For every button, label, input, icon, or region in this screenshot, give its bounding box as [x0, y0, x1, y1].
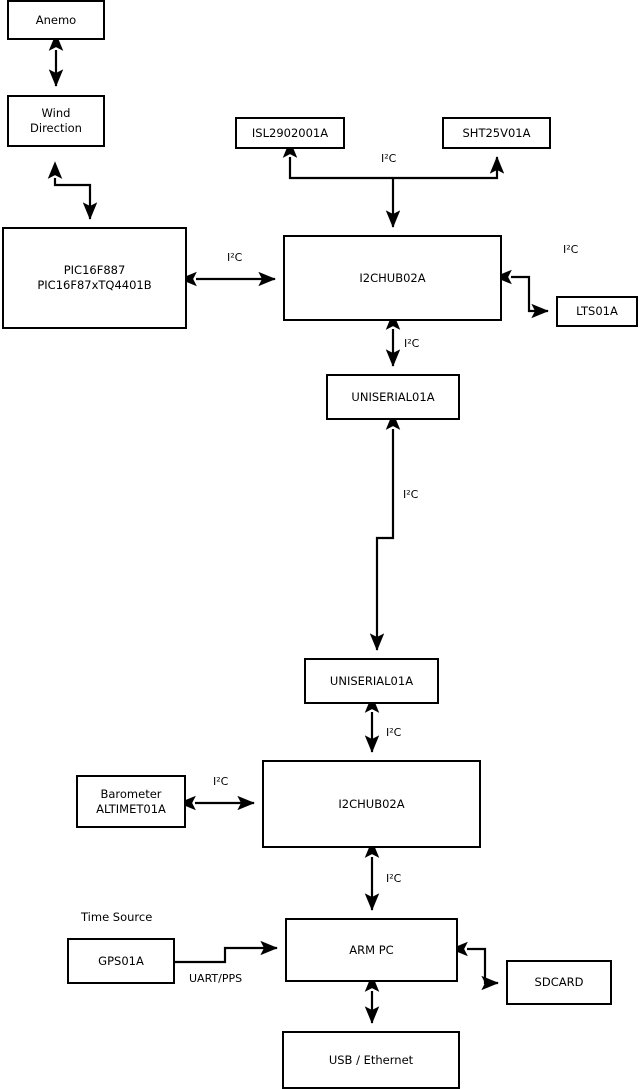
node-barometer-altimet01a-label: Barometer ALTIMET01A	[96, 786, 166, 816]
node-wind-direction[interactable]: Wind Direction	[7, 95, 105, 147]
node-pic-microcontroller[interactable]: PIC16F887 PIC16F87xTQ4401B	[2, 227, 187, 329]
node-anemo[interactable]: Anemo	[7, 0, 105, 40]
node-i2chub02a-bottom-label: I2CHUB02A	[338, 796, 405, 811]
node-sht25v01a[interactable]: SHT25V01A	[442, 117, 551, 149]
edge-gps-armpc	[175, 940, 278, 964]
edge-label-uniserial-link: I²C	[403, 488, 419, 501]
node-anemo-label: Anemo	[35, 12, 77, 27]
node-arm-pc-label: ARM PC	[349, 942, 394, 957]
node-i2chub02a-top[interactable]: I2CHUB02A	[283, 235, 502, 321]
node-wind-direction-label: Wind Direction	[30, 106, 82, 135]
node-lts01a[interactable]: LTS01A	[556, 296, 638, 327]
edge-uniserial-link	[369, 412, 401, 651]
edge-label-hub-armpc: I²C	[386, 872, 402, 885]
node-usb-ethernet-label: USB / Ethernet	[328, 1052, 414, 1067]
node-sht25v01a-label: SHT25V01A	[462, 125, 531, 140]
node-gps01a-label: GPS01A	[98, 953, 144, 968]
node-i2chub02a-bottom[interactable]: I2CHUB02A	[262, 760, 481, 848]
edge-label-hub-sensors: I²C	[381, 152, 397, 165]
node-uniserial01a-lower-label: UNISERIAL01A	[329, 673, 414, 688]
node-pic-microcontroller-label: PIC16F887 PIC16F87xTQ4401B	[37, 263, 152, 292]
node-uniserial01a-upper[interactable]: UNISERIAL01A	[326, 374, 460, 420]
node-lts01a-label: LTS01A	[576, 304, 618, 319]
node-gps01a[interactable]: GPS01A	[67, 938, 175, 984]
edge-armpc-sdcard	[450, 941, 499, 991]
node-sdcard[interactable]: SDCARD	[506, 960, 612, 1005]
node-uniserial01a-upper-label: UNISERIAL01A	[351, 389, 435, 404]
node-i2chub02a-top-label: I2CHUB02A	[359, 270, 426, 285]
edge-label-hub-uniserial-up: I²C	[404, 337, 420, 350]
node-isl2902001a-label: ISL2902001A	[251, 125, 329, 140]
edge-label-hub-lts: I²C	[563, 243, 579, 256]
edge-hub-lts	[494, 269, 549, 319]
edge-wind-pic	[47, 161, 98, 220]
node-sdcard-label: SDCARD	[534, 975, 584, 990]
node-usb-ethernet[interactable]: USB / Ethernet	[282, 1031, 460, 1089]
node-barometer-altimet01a[interactable]: Barometer ALTIMET01A	[76, 775, 186, 828]
edge-label-pic-hub: I²C	[227, 251, 243, 264]
edge-label-barometer-hub: I²C	[213, 775, 229, 788]
label-time-source: Time Source	[81, 910, 153, 924]
node-arm-pc[interactable]: ARM PC	[285, 918, 458, 982]
edge-label-gps-armpc: UART/PPS	[189, 972, 243, 985]
node-uniserial01a-lower[interactable]: UNISERIAL01A	[304, 658, 439, 704]
edge-label-uniserial-lo-hub: I²C	[386, 726, 402, 739]
node-isl2902001a[interactable]: ISL2902001A	[235, 117, 345, 149]
